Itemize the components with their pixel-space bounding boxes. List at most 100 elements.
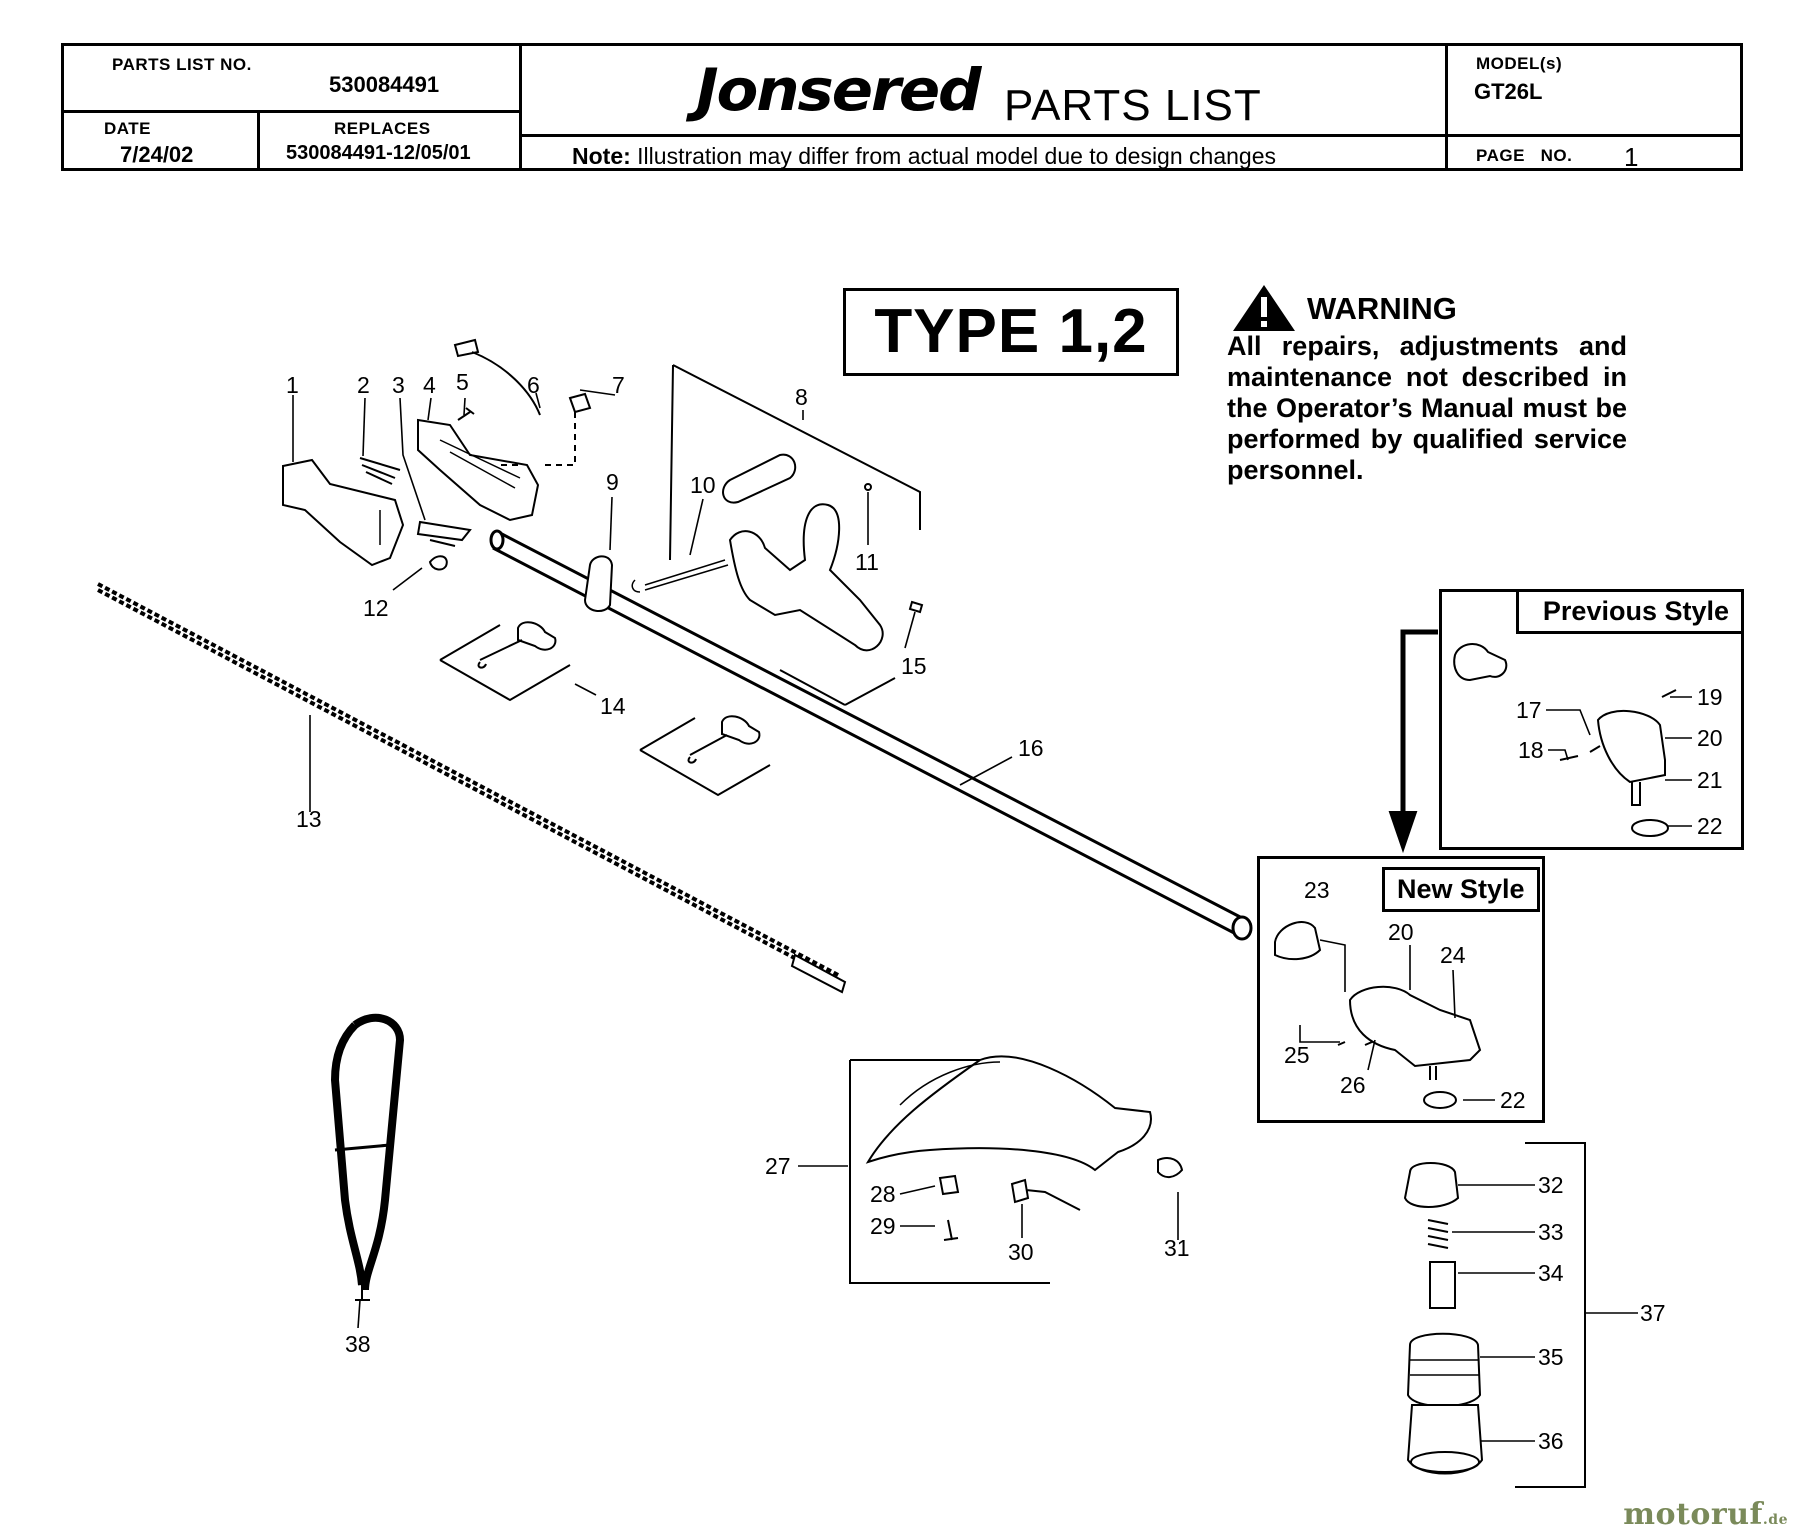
header-divider [519, 134, 1743, 137]
parts-list-header: PARTS LIST NO. 530084491 DATE 7/24/02 RE… [61, 43, 1743, 172]
part-28-clip [938, 1174, 960, 1196]
part-2-throttle-trigger [359, 457, 401, 485]
callout-26: 26 [1340, 1072, 1366, 1098]
part-14-lower-bracket [639, 717, 771, 797]
callout-13: 13 [296, 806, 322, 832]
warning-heading: WARNING [1307, 291, 1457, 326]
guard-group-bracket [849, 1059, 1050, 1284]
note: Note: Illustration may differ from actua… [572, 143, 1276, 170]
callout-17: 17 [1516, 697, 1542, 723]
replaces-value: 530084491-12/05/01 [286, 142, 471, 164]
part-3-lockout [416, 520, 472, 547]
part-31-nut [1157, 1157, 1184, 1178]
part-16-drive-tube [492, 531, 1247, 937]
date-value: 7/24/02 [120, 142, 194, 167]
watermark: motoruf.de [1623, 1497, 1788, 1532]
callout-38: 38 [345, 1331, 371, 1357]
callout-33: 33 [1538, 1219, 1564, 1245]
prev-style-clamp [1453, 643, 1508, 682]
part-8-bracket-outline [669, 364, 921, 561]
callout-9: 9 [606, 469, 619, 495]
warning-heading-row: WARNING [1227, 285, 1627, 331]
warning-block: WARNING All repairs, adjustments and mai… [1227, 285, 1627, 486]
part-34-eyelet [1429, 1261, 1456, 1309]
callout-30: 30 [1008, 1239, 1034, 1265]
previous-style-box: Previous Style [1439, 589, 1744, 850]
header-divider [64, 110, 519, 113]
part-14-upper-knob [517, 621, 557, 651]
callout-11: 11 [855, 549, 879, 575]
part-36-spool-housing [1406, 1404, 1484, 1475]
page-label: PAGE NO. [1476, 146, 1573, 165]
page-number: 1 [1624, 142, 1639, 172]
callout-37: 37 [1640, 1300, 1666, 1326]
callout-8: 8 [795, 384, 808, 410]
callout-16: 16 [1018, 735, 1044, 761]
part-4-handle-housing [417, 418, 540, 522]
part-32-spool-knob [1403, 1162, 1460, 1208]
new-style-shield [1274, 921, 1322, 961]
callout-36: 36 [1538, 1428, 1564, 1454]
note-text: Illustration may differ from actual mode… [637, 143, 1276, 169]
part-13-drive-shaft [97, 582, 841, 984]
callout-27: 27 [765, 1153, 791, 1179]
callout-1: 1 [286, 372, 299, 398]
new-style-nut [1423, 1091, 1457, 1109]
warning-text: All repairs, adjustments and maintenance… [1227, 331, 1627, 485]
brand-logo: Jonsered [696, 56, 982, 124]
replaces-label: REPLACES [334, 119, 431, 138]
part-27-trimmer-guard [865, 1055, 1152, 1172]
part-30-bolt [1010, 1178, 1081, 1211]
date-label: DATE [104, 119, 152, 138]
part-33-spring [1427, 1219, 1449, 1249]
part-38-harness-strap [330, 1013, 405, 1291]
callout-20-new: 20 [1388, 919, 1414, 945]
part-6-stop-switch-wire [453, 338, 541, 416]
parts-list-no-label: PARTS LIST NO. [112, 55, 252, 74]
callout-32: 32 [1538, 1172, 1564, 1198]
part-14-upper-bracket [439, 624, 571, 702]
part-10-front-grip [722, 453, 797, 504]
callout-4: 4 [423, 372, 436, 398]
part-7-switch [568, 392, 592, 414]
part-37-spool-bracket [1515, 1142, 1586, 1488]
callout-35: 35 [1538, 1344, 1564, 1370]
part-35-spool [1406, 1332, 1482, 1408]
part-15-nut [908, 600, 924, 614]
callout-31: 31 [1164, 1235, 1190, 1261]
callout-20-previous: 20 [1697, 725, 1723, 751]
callout-2: 2 [357, 372, 370, 398]
part-9-clamp [583, 555, 614, 612]
front-handle-body [728, 503, 884, 652]
note-label: Note: [572, 143, 631, 169]
callout-18: 18 [1518, 737, 1544, 763]
callout-23: 23 [1304, 877, 1330, 903]
warning-triangle-icon [1233, 285, 1295, 331]
type-label: TYPE 1,2 [843, 288, 1179, 376]
new-style-gear-head [1348, 985, 1482, 1068]
callout-28: 28 [870, 1181, 896, 1207]
style-change-arrow [1400, 629, 1438, 818]
callout-7: 7 [612, 372, 625, 398]
part-12-spring [428, 555, 448, 571]
callout-5: 5 [456, 369, 469, 395]
part-5-screw [457, 407, 475, 421]
header-divider [1445, 46, 1448, 168]
callout-34: 34 [1538, 1260, 1564, 1286]
page-title: PARTS LIST [1004, 81, 1262, 130]
callout-29: 29 [870, 1213, 896, 1239]
prev-style-gear-head [1596, 709, 1666, 784]
callout-10: 10 [690, 472, 716, 498]
new-style-box: New Style [1257, 856, 1545, 1123]
part-29-screw [943, 1219, 959, 1241]
new-style-label: New Style [1382, 867, 1540, 912]
callout-25: 25 [1284, 1042, 1310, 1068]
part-11-nut [864, 483, 872, 491]
model-value: GT26L [1474, 79, 1543, 104]
callout-21: 21 [1697, 767, 1723, 793]
callout-22-new: 22 [1500, 1087, 1526, 1113]
models-label: MODEL(s) [1476, 54, 1563, 73]
part-1-handle-grip [282, 458, 405, 567]
callout-6: 6 [527, 372, 540, 398]
